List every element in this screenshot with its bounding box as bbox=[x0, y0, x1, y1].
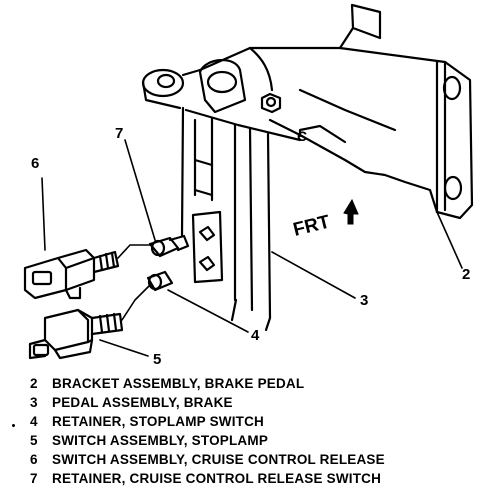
legend-number: 4 bbox=[30, 414, 38, 429]
leader-7 bbox=[124, 139, 156, 241]
cruise-retainer bbox=[148, 234, 190, 258]
parts-legend: 2 BRACKET ASSEMBLY, BRAKE PEDAL 3 PEDAL … bbox=[30, 374, 480, 488]
legend-number: 6 bbox=[30, 452, 38, 467]
callout-4: 4 bbox=[251, 327, 260, 344]
legend-label: SWITCH ASSEMBLY, STOPLAMP bbox=[52, 433, 269, 448]
legend-item: 5 SWITCH ASSEMBLY, STOPLAMP bbox=[30, 431, 480, 450]
bracket-letter: C bbox=[297, 128, 307, 144]
stray-mark bbox=[12, 424, 15, 427]
legend-item: 3 PEDAL ASSEMBLY, BRAKE bbox=[30, 393, 480, 412]
legend-label: PEDAL ASSEMBLY, BRAKE bbox=[52, 395, 233, 410]
cruise-release-switch bbox=[23, 244, 151, 300]
legend-number: 7 bbox=[30, 471, 38, 486]
stoplamp-switch bbox=[28, 284, 151, 360]
legend-item: 2 BRACKET ASSEMBLY, BRAKE PEDAL bbox=[30, 374, 480, 393]
front-direction-indicator: FRT bbox=[291, 198, 359, 241]
callout-7: 7 bbox=[115, 125, 123, 142]
leader-5 bbox=[99, 339, 149, 357]
leader-4 bbox=[167, 289, 249, 333]
legend-item: 6 SWITCH ASSEMBLY, CRUISE CONTROL RELEAS… bbox=[30, 450, 480, 469]
legend-number: 5 bbox=[30, 433, 38, 448]
legend-number: 2 bbox=[30, 376, 38, 391]
legend-label: RETAINER, CRUISE CONTROL RELEASE SWITCH bbox=[52, 471, 382, 486]
legend-label: BRACKET ASSEMBLY, BRAKE PEDAL bbox=[52, 376, 305, 391]
bracket-assembly bbox=[141, 3, 474, 332]
legend-item: 4 RETAINER, STOPLAMP SWITCH bbox=[30, 412, 480, 431]
stoplamp-retainer bbox=[146, 270, 174, 292]
legend-label: SWITCH ASSEMBLY, CRUISE CONTROL RELEASE bbox=[52, 452, 385, 467]
frt-label: FRT bbox=[291, 211, 332, 240]
callout-5: 5 bbox=[153, 351, 161, 368]
legend-number: 3 bbox=[30, 395, 38, 410]
leader-6 bbox=[41, 177, 46, 251]
callout-3: 3 bbox=[360, 292, 368, 309]
leader-2 bbox=[436, 211, 463, 269]
callout-6: 6 bbox=[31, 155, 39, 172]
legend-label: RETAINER, STOPLAMP SWITCH bbox=[52, 414, 265, 429]
callout-2: 2 bbox=[462, 266, 470, 283]
leader-3 bbox=[271, 251, 356, 299]
frt-arrow-icon bbox=[343, 198, 359, 225]
legend-item: 7 RETAINER, CRUISE CONTROL RELEASE SWITC… bbox=[30, 469, 480, 488]
